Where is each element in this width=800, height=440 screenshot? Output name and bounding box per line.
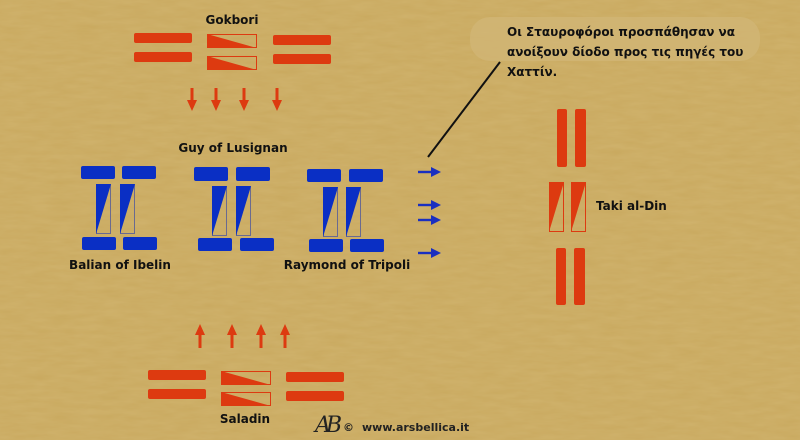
raymond-division — [307, 169, 384, 252]
arrow-right-icon — [418, 215, 441, 225]
guy-division — [194, 167, 274, 251]
gokbori-army: Gokbori — [134, 13, 331, 70]
website-credit: www.arsbellica.it — [362, 421, 469, 434]
callout-pointer — [427, 61, 501, 158]
cavalry-unit — [286, 372, 344, 382]
cavalry-unit — [134, 33, 192, 43]
gokbori-label: Gokbori — [206, 13, 259, 27]
arrow-down-icon — [211, 88, 221, 111]
infantry-unit — [221, 371, 271, 385]
raymond-label: Raymond of Tripoli — [284, 258, 410, 272]
arrow-right-icon — [418, 248, 441, 258]
note-line: ανοίξουν δίοδο προς τις πηγές του — [507, 45, 743, 59]
arrow-up-icon — [256, 324, 266, 348]
taki-label: Taki al-Din — [596, 199, 667, 213]
infantry-unit — [221, 392, 271, 406]
cavalry-unit — [148, 370, 206, 380]
balian-division — [81, 166, 157, 250]
arrow-up-icon — [280, 324, 290, 348]
gokbori-advance-arrows — [187, 88, 282, 111]
guy-label: Guy of Lusignan — [178, 141, 287, 155]
callout-box — [470, 17, 760, 61]
cavalry-unit — [286, 391, 344, 401]
saladin-label: Saladin — [220, 412, 270, 426]
arrow-right-icon — [418, 167, 441, 177]
copyright-symbol: © — [343, 421, 354, 434]
arrow-down-icon — [272, 88, 282, 111]
crusader-advance-arrows — [418, 167, 441, 258]
taki-army — [549, 109, 586, 305]
infantry-unit — [207, 56, 257, 70]
arrow-down-icon — [239, 88, 249, 111]
arrow-up-icon — [195, 324, 205, 348]
cavalry-unit — [148, 389, 206, 399]
arrow-right-icon — [418, 200, 441, 210]
saladin-army — [148, 370, 344, 406]
arrow-up-icon — [227, 324, 237, 348]
cavalry-unit — [273, 54, 331, 64]
cavalry-unit — [134, 52, 192, 62]
note-line: Οι Σταυροφόροι προσπάθησαν να — [507, 25, 735, 39]
arrow-down-icon — [187, 88, 197, 111]
infantry-unit — [207, 34, 257, 48]
callout-note: Οι Σταυροφόροι προσπάθησαν να ανοίξουν δ… — [507, 25, 743, 79]
saladin-advance-arrows — [195, 324, 290, 348]
crusader-army — [81, 166, 384, 252]
note-line: Χαττίν. — [507, 65, 557, 79]
balian-label: Balian of Ibelin — [69, 258, 171, 272]
cavalry-unit — [273, 35, 331, 45]
